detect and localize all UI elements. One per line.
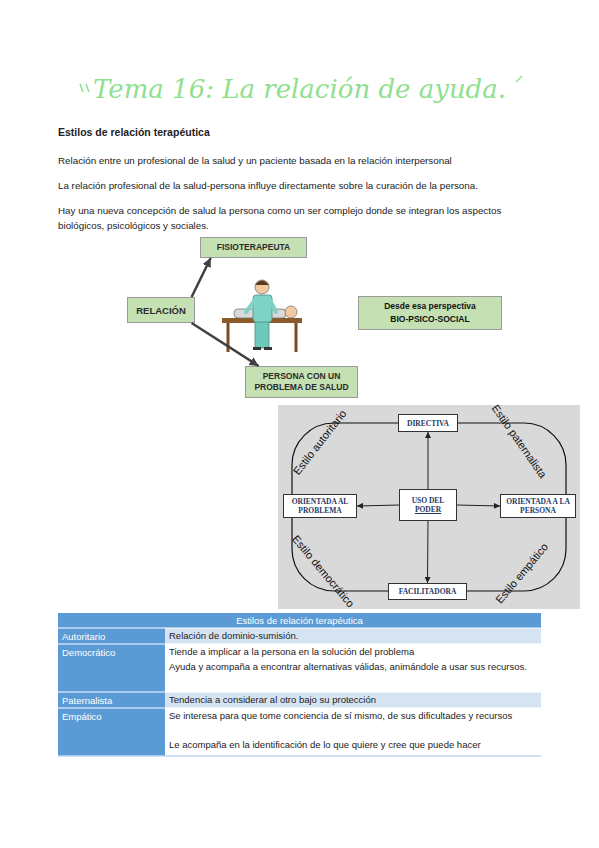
physio-shoe <box>264 347 272 350</box>
arrow-connector <box>427 521 429 583</box>
table-cell-text: Paternalista <box>62 693 162 708</box>
table-cell-text: Ayuda y acompaña a encontrar alternativa… <box>169 660 537 675</box>
physio-illustration <box>222 280 302 352</box>
physio-arms <box>246 300 276 312</box>
node-text: Desde esa perspectiva <box>384 300 476 313</box>
styles-table <box>58 613 541 756</box>
node-text: USO DEL <box>412 496 445 505</box>
node-text: FACILITADORA <box>399 587 457 596</box>
table-cell <box>58 692 165 708</box>
body-text: Relación entre un profesional de la salu… <box>58 153 553 168</box>
node-text: DIRECTIVA <box>407 419 449 428</box>
node-text: FISIOTERAPEUTA <box>217 242 291 253</box>
node-text: PERSONA CON UN PROBLEMA DE SALUD <box>246 371 357 393</box>
arrow-connector <box>192 258 211 297</box>
style-axis-box: ORIENTADA AL PROBLEMA <box>283 494 357 518</box>
table-leg <box>227 322 230 352</box>
physio-hair <box>255 281 269 286</box>
body-text: Hay una nueva concepción de salud la per… <box>58 203 546 233</box>
page-title: Tema 16: La relación de ayuda. <box>0 74 599 104</box>
node-text: ORIENTADA AL PROBLEMA <box>284 497 356 515</box>
table-cell <box>165 644 541 692</box>
table-cell <box>165 628 541 644</box>
table-cell <box>58 644 165 692</box>
style-axis-box: DIRECTIVA <box>398 414 458 432</box>
table-cell <box>165 692 541 708</box>
title-mark <box>80 84 89 92</box>
section-heading: Estilos de relación terapéutica <box>58 125 378 139</box>
body-text: La relación profesional de la salud-pers… <box>58 178 553 193</box>
table-cell-text: Democrático <box>62 645 162 660</box>
relation-box: RELACIÓN <box>127 297 195 323</box>
table-header: Estilos de relación terapéutica <box>58 613 541 628</box>
table-cell-text: Se interesa para que tome conciencia de … <box>169 709 519 724</box>
physio-shoe <box>253 347 261 350</box>
table-header-cell <box>58 613 541 628</box>
arrow-connector <box>457 505 500 506</box>
physio-head <box>255 280 269 294</box>
table-cell-text: Tendencia a considerar al otro bajo su p… <box>169 693 539 708</box>
arrow-connector <box>192 323 259 366</box>
table-cell-text: Empático <box>62 709 162 724</box>
table-leg <box>295 322 298 352</box>
table-cell-text: Tiende a implicar a la persona en la sol… <box>169 645 539 660</box>
table-cell-text: Autoritario <box>62 629 162 644</box>
arrow-connector <box>428 432 429 489</box>
node-text: ORIENTADA A LA PERSONA <box>501 497 575 515</box>
node-text: PODER <box>415 505 441 514</box>
table-cell-text: Relación de dominio-sumisión. <box>169 629 539 644</box>
table-rule <box>58 756 541 757</box>
node-text: BIO-PSICO-SOCIAL <box>390 313 469 326</box>
title-mark <box>516 76 522 82</box>
perspective-box: Desde esa perspectivaBIO-PSICO-SOCIAL <box>358 296 502 330</box>
style-axis-box: FACILITADORA <box>388 583 467 600</box>
table-rule <box>58 628 541 756</box>
arrow-connector <box>357 505 399 506</box>
patient-head <box>285 306 297 318</box>
table-cell <box>165 708 541 756</box>
node-text: RELACIÓN <box>136 305 186 316</box>
role-box: PERSONA CON UN PROBLEMA DE SALUD <box>245 366 358 398</box>
center-box: USO DELPODER <box>399 489 457 521</box>
role-box: FISIOTERAPEUTA <box>200 237 307 258</box>
table-cell-text: Le acompaña en la identificación de lo q… <box>169 738 541 753</box>
table-cell <box>58 628 165 644</box>
table-cell <box>58 708 165 756</box>
physio-legs <box>255 320 269 348</box>
style-axis-box: ORIENTADA A LA PERSONA <box>500 494 576 518</box>
